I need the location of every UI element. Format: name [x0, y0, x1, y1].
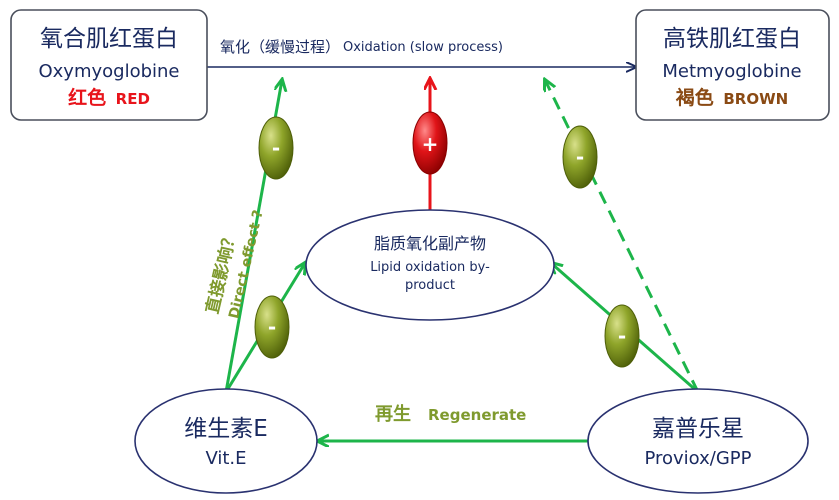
node-vitamin-e: 维生素E Vit.E: [134, 388, 318, 494]
met-color-label: 褐色 BROWN: [675, 86, 788, 109]
oxidation-label-en: Oxidation (slow process): [343, 40, 503, 55]
met-color-zh: 褐色: [675, 86, 714, 109]
node-proviox-gpp: 嘉普乐星 Proviox/GPP: [587, 388, 809, 494]
vite-name-en: Vit.E: [205, 448, 246, 469]
oxidation-label-zh: 氧化（缓慢过程）: [220, 38, 340, 56]
gpp-name-zh: 嘉普乐星: [652, 416, 744, 442]
oxy-name-en: Oxymyoglobine: [38, 61, 179, 82]
vite-name-zh: 维生素E: [184, 416, 268, 442]
oxy-name-zh: 氧合肌红蛋白: [40, 26, 178, 52]
node-metmyoglobine: 高铁肌红蛋白 Metmyoglobine 褐色 BROWN: [635, 9, 830, 121]
minus-badge-gpp-lipid: -: [604, 304, 640, 368]
svg-text:-: -: [576, 145, 584, 169]
oxy-color-zh: 红色: [68, 86, 106, 109]
svg-text:+: +: [422, 132, 439, 156]
minus-badge-vite-oxy: -: [258, 116, 294, 180]
regenerate-label-en: Regenerate: [428, 406, 526, 424]
regenerate-label-zh: 再生: [375, 403, 411, 425]
minus-badge-vite-lipid: -: [254, 295, 290, 359]
minus-badge-gpp-met: -: [562, 125, 598, 189]
direct-effect-label: 直接影响？ Direct effect ?: [202, 208, 267, 320]
node-lipid-oxidation: 脂质氧化副产物 Lipid oxidation by- product: [305, 209, 555, 321]
svg-text:-: -: [618, 324, 626, 348]
lipid-name-en-line1: Lipid oxidation by-: [370, 260, 490, 275]
node-oxymyoglobine: 氧合肌红蛋白 Oxymyoglobine 红色 RED: [10, 9, 208, 121]
gpp-name-en: Proviox/GPP: [644, 448, 751, 469]
met-name-en: Metmyoglobine: [662, 61, 801, 82]
svg-text:-: -: [272, 136, 280, 160]
met-color-en: BROWN: [723, 90, 788, 108]
gpp-to-met-dashed-arrow: [545, 80, 700, 393]
lipid-name-en-line2: product: [405, 278, 455, 293]
met-name-zh: 高铁肌红蛋白: [663, 26, 801, 52]
lipid-name-zh: 脂质氧化副产物: [374, 234, 486, 253]
oxy-color-label: 红色 RED: [68, 86, 150, 109]
oxy-color-en: RED: [116, 90, 150, 108]
svg-text:-: -: [268, 315, 276, 339]
plus-badge-lipid-oxidation: +: [412, 111, 448, 175]
